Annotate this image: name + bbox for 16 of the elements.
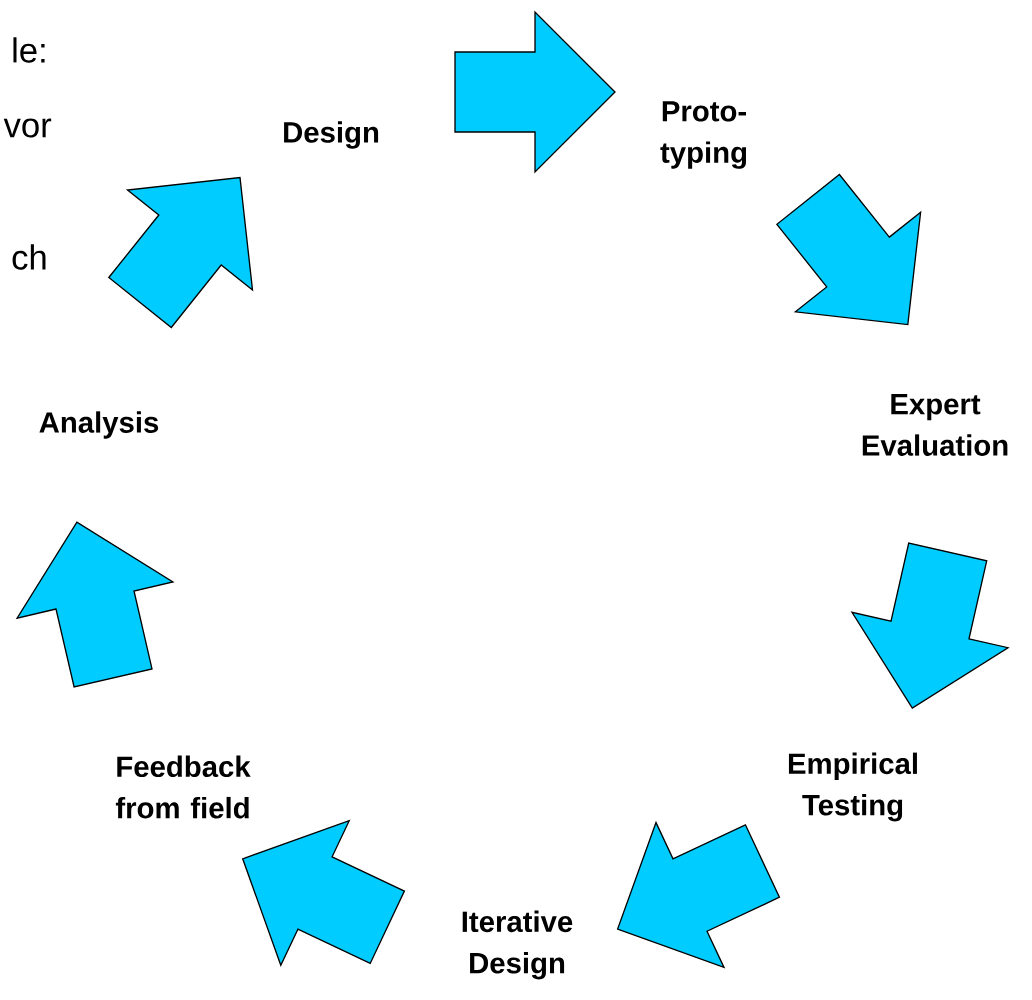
text-fragment: le: <box>13 37 45 63</box>
stage-label: Empirical Testing <box>788 752 917 822</box>
stage-label: Expert Evaluation <box>862 394 1008 456</box>
block-arrow <box>454 10 616 174</box>
stage-label: Proto- typing <box>660 101 747 169</box>
block-arrow <box>616 820 781 969</box>
block-arrow <box>775 173 922 326</box>
block-arrow <box>850 542 1010 709</box>
stage-label: Feedback from field <box>115 755 251 819</box>
stage-label: Design <box>284 121 379 149</box>
block-arrow <box>241 819 406 968</box>
block-arrow <box>15 521 175 688</box>
stage-label: Iterative Design <box>462 910 573 980</box>
text-fragment: ch <box>12 244 46 270</box>
stage-label: Analysis <box>39 411 159 439</box>
text-fragment: vor <box>3 118 52 138</box>
